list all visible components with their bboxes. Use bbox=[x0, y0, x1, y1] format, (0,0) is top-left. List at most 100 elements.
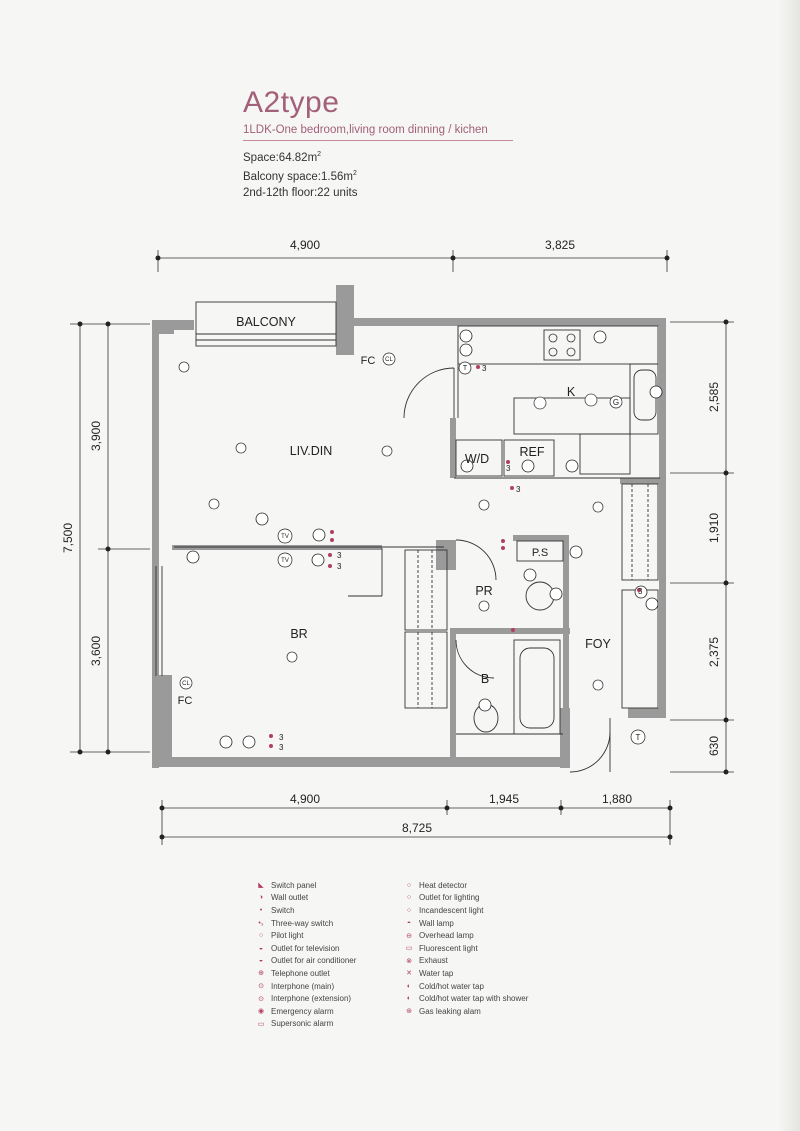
telephone-icon bbox=[630, 729, 646, 745]
ceiling-light bbox=[478, 600, 490, 612]
dim-dot bbox=[155, 255, 161, 261]
three-way-switch-icon: •₃ bbox=[258, 919, 264, 927]
dimension-dots bbox=[77, 255, 729, 840]
switch-dot bbox=[476, 365, 480, 369]
dim-dot bbox=[667, 834, 673, 840]
wall-outlet-icon: ◑ bbox=[258, 894, 264, 902]
three-way-5: 3 bbox=[482, 364, 487, 373]
ceiling-light bbox=[592, 679, 604, 691]
wall-bottom-corner bbox=[152, 675, 172, 767]
fixture-symbol-labels: CL CL TV TV T T G bbox=[182, 357, 640, 742]
ac-outlet-icon: ◒ bbox=[258, 957, 264, 965]
unit-specs: Space:64.82m2 Balcony space:1.56m2 2nd-1… bbox=[243, 147, 663, 201]
space-spec: Space:64.82m2 bbox=[243, 147, 663, 166]
wall-outlet bbox=[460, 459, 474, 473]
room-powder: PR bbox=[475, 584, 492, 598]
legend-label: Wall lamp bbox=[419, 918, 454, 928]
legend-label: Water tap bbox=[419, 968, 454, 978]
legend-label: Outlet for lighting bbox=[419, 893, 480, 903]
ceiling-light bbox=[592, 501, 604, 513]
tv-label: TV bbox=[281, 534, 289, 540]
floor-plan: 4,900 3,825 7,500 3,900 3,600 2,585 1,91… bbox=[61, 238, 734, 845]
wall-outlet bbox=[186, 550, 200, 564]
dim-bottom-3: 1,880 bbox=[602, 792, 632, 806]
wall-outlet bbox=[649, 385, 663, 399]
legend-label: Interphone (extension) bbox=[271, 994, 352, 1004]
legend-right: ○Heat detector ○Outlet for lighting ○Inc… bbox=[403, 879, 573, 1018]
switch-icon: • bbox=[259, 906, 263, 914]
ps-box bbox=[516, 540, 564, 562]
wall-pr-top bbox=[513, 535, 569, 541]
legend-item: ◑Wall outlet bbox=[255, 892, 425, 905]
dim-dot bbox=[450, 255, 456, 261]
legend-item: ○Heat detector bbox=[403, 879, 573, 892]
br-closet-1 bbox=[404, 549, 448, 631]
dim-dot bbox=[723, 470, 729, 476]
incandescent-light-icon: ○ bbox=[406, 906, 412, 914]
space-sup: 2 bbox=[317, 151, 322, 158]
kitchen-counter bbox=[457, 325, 659, 365]
door-br bbox=[348, 548, 383, 597]
three-way-8: 3 bbox=[638, 587, 643, 596]
ceiling-light bbox=[478, 499, 490, 511]
dim-left-inner-2: 3,600 bbox=[89, 636, 103, 666]
wall-outlet bbox=[242, 735, 256, 749]
dim-dot bbox=[723, 717, 729, 723]
wall-bath-top bbox=[450, 628, 570, 634]
dim-dot bbox=[77, 321, 83, 327]
wall-outlet bbox=[459, 329, 473, 343]
ceiling-light bbox=[533, 396, 547, 410]
bathtub-inner bbox=[519, 647, 555, 729]
floors-spec: 2nd-12th floor:22 units bbox=[243, 186, 358, 199]
dim-top-2: 3,825 bbox=[545, 238, 575, 252]
three-way-6: 3 bbox=[506, 464, 511, 473]
legend-item: ⊖Overhead lamp bbox=[403, 929, 573, 942]
wall-bottom-left bbox=[152, 757, 568, 767]
unit-type-title: A2type bbox=[243, 86, 340, 119]
dim-right-3: 2,375 bbox=[707, 637, 721, 667]
legend-label: Three-way switch bbox=[271, 918, 334, 928]
ceiling-light bbox=[235, 442, 247, 454]
outlets bbox=[186, 329, 663, 749]
tv-outlet-icon bbox=[277, 552, 293, 568]
wall-outlet bbox=[523, 568, 537, 582]
gas-icon bbox=[609, 395, 623, 409]
wall-br-liv bbox=[172, 545, 382, 550]
burner bbox=[548, 347, 558, 357]
switch-dot bbox=[511, 628, 515, 632]
dim-bottom-1: 4,900 bbox=[290, 792, 320, 806]
room-kitchen: K bbox=[567, 385, 576, 399]
dim-right-4: 630 bbox=[707, 736, 721, 756]
pilot-light-icon: ○ bbox=[258, 932, 264, 940]
telephone-outlet-icon: ⊕ bbox=[258, 970, 264, 978]
legend-item: ⊙Interphone (main) bbox=[255, 980, 425, 993]
emergency-alarm-icon: ◉ bbox=[257, 1008, 265, 1016]
dim-dot bbox=[664, 255, 670, 261]
wall-outlet bbox=[219, 735, 233, 749]
fixture-labels: FC FC bbox=[178, 355, 376, 707]
cabinet bbox=[579, 433, 631, 475]
legend-item: ⊗Exhaust bbox=[403, 955, 573, 968]
three-way-labels: 3 3 3 3 3 3 3 3 bbox=[279, 364, 643, 752]
legend-label: Switch bbox=[271, 905, 295, 915]
wall-top-left bbox=[152, 320, 194, 330]
wall-top-right bbox=[336, 318, 666, 326]
exhaust-icon: ⊗ bbox=[406, 957, 412, 965]
wall-lamp-icon: ◓ bbox=[406, 919, 412, 927]
wall-bottom-right bbox=[628, 708, 666, 718]
switch-dot bbox=[328, 553, 332, 557]
dim-total: 8,725 bbox=[402, 821, 432, 835]
wall-bath-right bbox=[563, 535, 569, 713]
switch-dot bbox=[330, 530, 334, 534]
wall-outlet bbox=[311, 553, 325, 567]
dim-dot bbox=[558, 805, 564, 811]
wall-outlet bbox=[569, 545, 583, 559]
ceiling-light bbox=[381, 445, 393, 457]
legend-item: ◉Emergency alarm bbox=[255, 1005, 425, 1018]
cl-living: CL bbox=[385, 357, 393, 363]
cl-bedroom: CL bbox=[182, 681, 190, 687]
room-refrigerator: REF bbox=[520, 445, 545, 459]
dim-dot bbox=[105, 546, 111, 552]
switch-dot bbox=[330, 538, 334, 542]
